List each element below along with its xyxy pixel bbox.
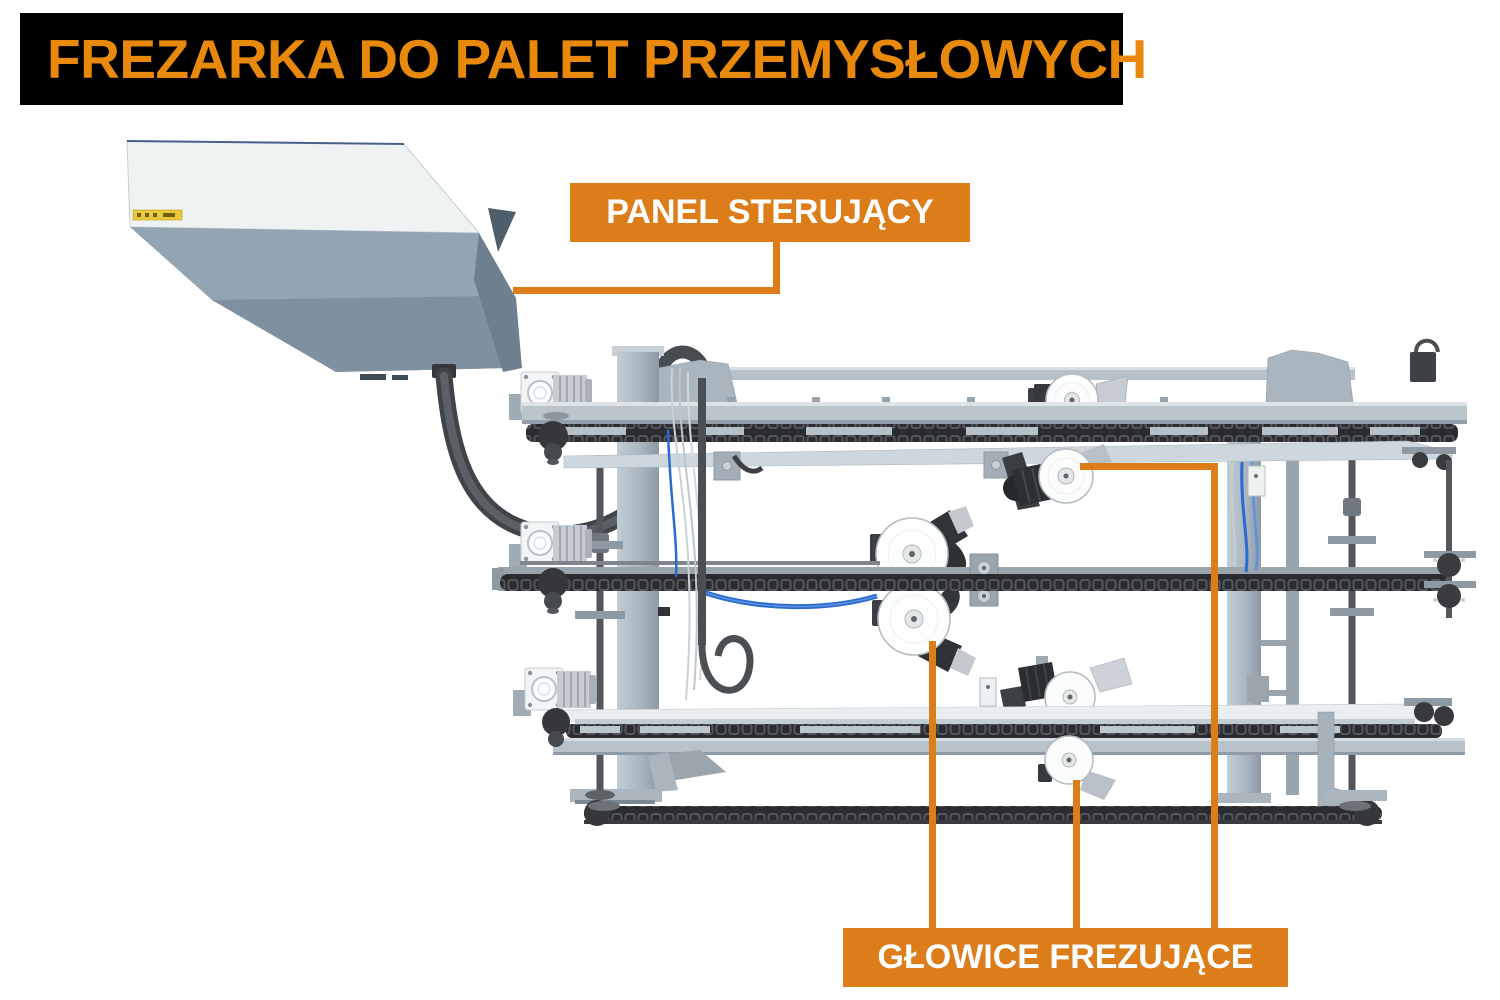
milling-head-6 — [1038, 735, 1116, 800]
callout-control-panel: PANEL STERUJĄCY — [570, 183, 970, 242]
left-drive-sprocket-top — [538, 412, 569, 465]
sensor-plate — [979, 677, 997, 707]
connector-line-control-panel-vertical — [773, 242, 780, 294]
page-title: FREZARKA DO PALET PRZEMYSŁOWYCH — [47, 28, 1147, 90]
connector-line-milling-head-left — [929, 641, 936, 928]
top-chain-rail — [522, 402, 1467, 442]
control-panel-enclosure — [126, 140, 522, 380]
callout-milling-heads-label: GŁOWICE FREZUJĄCE — [877, 938, 1254, 976]
right-column-wires — [1230, 459, 1266, 573]
lower-chain — [566, 724, 1442, 738]
left-drive-sprocket-lower — [542, 708, 570, 747]
sensor — [658, 607, 670, 616]
milling-head-4 — [872, 582, 976, 676]
connector-line-control-panel-horizontal — [513, 287, 780, 294]
wire-bundle — [666, 367, 754, 701]
middle-chain — [500, 574, 1448, 591]
connector-line-milling-head-right-vertical — [1211, 463, 1218, 928]
milling-head-5 — [979, 656, 1133, 723]
bottom-chain — [584, 790, 1387, 826]
callout-control-panel-label: PANEL STERUJĄCY — [606, 193, 934, 231]
milling-head-2 — [1002, 444, 1112, 510]
lower-rail-brackets — [646, 698, 1454, 807]
callout-milling-heads: GŁOWICE FREZUJĄCE — [843, 928, 1288, 987]
gear-motor-3 — [513, 667, 596, 716]
sensor-box — [1247, 465, 1266, 497]
left-drive-sprocket-middle — [538, 568, 568, 614]
lower-chain-rail — [553, 703, 1465, 755]
panel-sticker — [132, 209, 183, 221]
connector-line-milling-head-right-horizontal — [1080, 463, 1218, 470]
title-banner: FREZARKA DO PALET PRZEMYSŁOWYCH — [20, 13, 1147, 105]
junction-box — [1410, 352, 1436, 382]
right-end-sprockets — [1424, 460, 1476, 618]
top-guide-rail — [563, 440, 1456, 481]
gusset-plate-right — [1265, 349, 1354, 404]
power-cable — [432, 364, 641, 543]
gear-motor-2 — [509, 521, 592, 570]
connector-line-milling-head-middle — [1073, 780, 1080, 928]
